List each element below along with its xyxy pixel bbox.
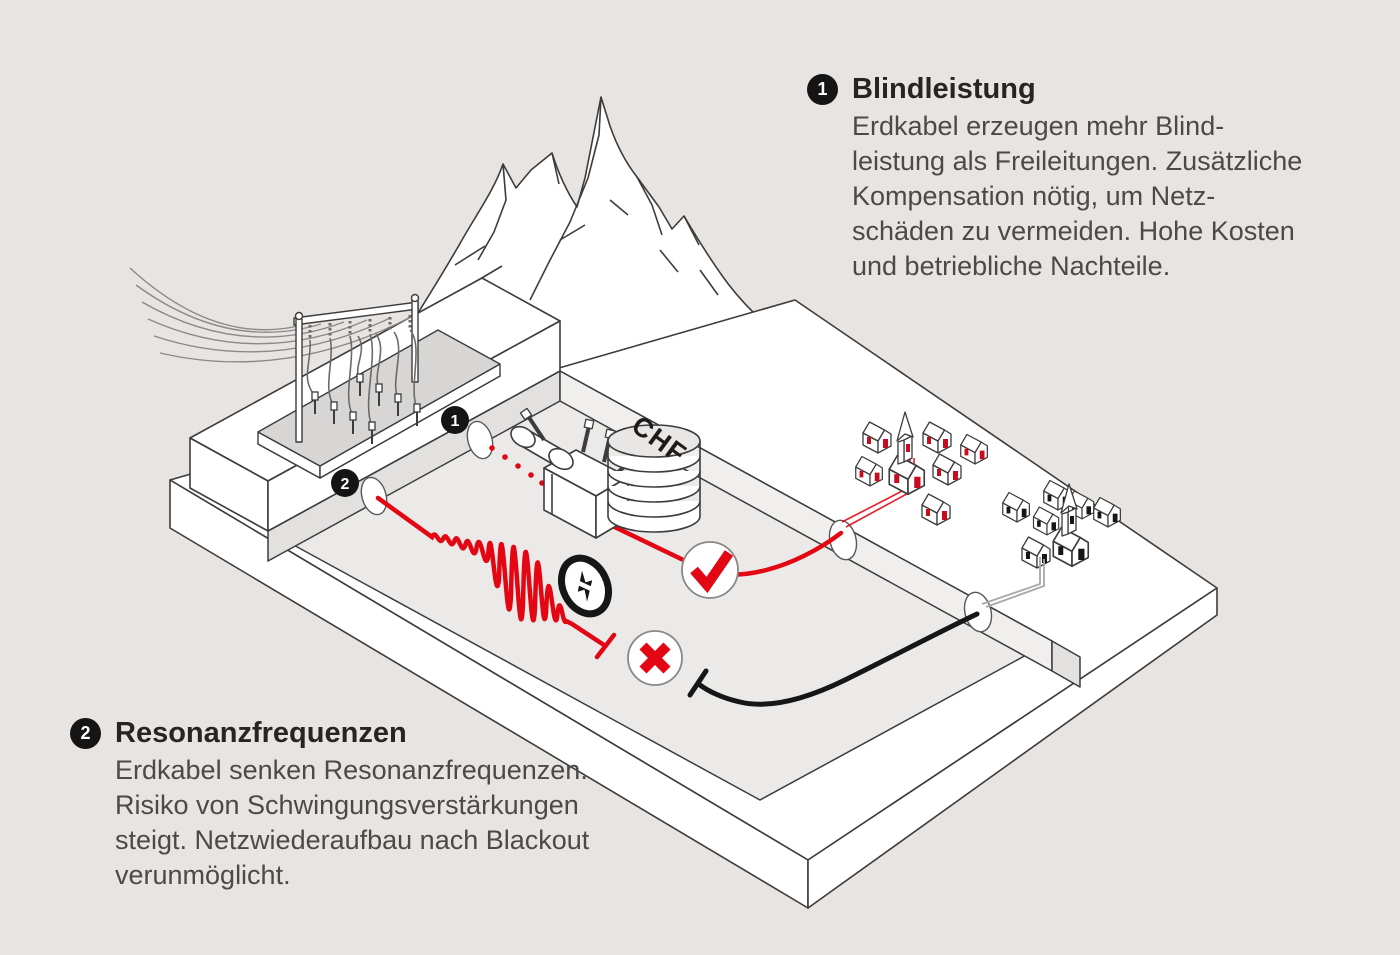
annotation-2-badge: 2 [70,718,101,749]
trench-step [1051,640,1081,688]
marker-2-label: 2 [341,476,350,493]
annotation-2-line: verunmöglicht. [115,860,291,890]
overhead-power-lines [129,267,414,363]
annotation-1-body: Erdkabel erzeugen mehr Blind- leistung a… [852,109,1367,284]
annotation-1-line: und betriebliche Nachteile. [852,251,1171,281]
cable-hole-1 [466,420,494,460]
annotation-1-badge: 1 [807,74,838,105]
annotation-2-line: steigt. Netzwiederaufbau nach Blackout [115,825,590,855]
annotation-2-line: Erdkabel senken Resonanzfrequenzen. [115,755,588,785]
annotation-blindleistung: 1 Blindleistung Erdkabel erzeugen mehr B… [807,72,1367,284]
portal-post-left [295,317,303,443]
annotation-2-title: Resonanzfrequenzen [115,717,407,749]
annotation-resonanzfrequenzen: 2 Resonanzfrequenzen Erdkabel senken Res… [70,716,690,893]
resonance-wave [375,495,617,660]
annotation-1-line: schäden zu vermeiden. Hohe Kosten [852,216,1295,246]
blackout-reconnection-line [687,611,980,707]
transformer-tank [510,425,574,471]
cross-icon [627,630,683,686]
check-icon [681,541,739,599]
annotation-1-line: Kompensation nötig, um Netz- [852,181,1216,211]
annotation-1-line: leistung als Freileitungen. Zusätzliche [852,146,1303,176]
marker-1: 1 [441,406,469,434]
annotation-1-line: Erdkabel erzeugen mehr Blind- [852,111,1225,141]
substation-platform [257,329,501,479]
no-power-icon [557,554,613,618]
blocked-terminator-black [687,668,709,698]
cable-hole-2 [360,476,388,516]
marker-1-label: 1 [451,413,460,430]
marker-2: 2 [331,469,359,497]
village-feed-line-gray [981,557,1045,608]
annotation-1-title: Blindleistung [852,73,1036,105]
annotation-2-line: Risiko von Schwingungsverstärkungen [115,790,579,820]
annotation-2-body: Erdkabel senken Resonanzfrequenzen. Risi… [115,753,690,893]
blocked-terminator-red [594,632,617,660]
cable-sealing-ends [311,373,421,444]
